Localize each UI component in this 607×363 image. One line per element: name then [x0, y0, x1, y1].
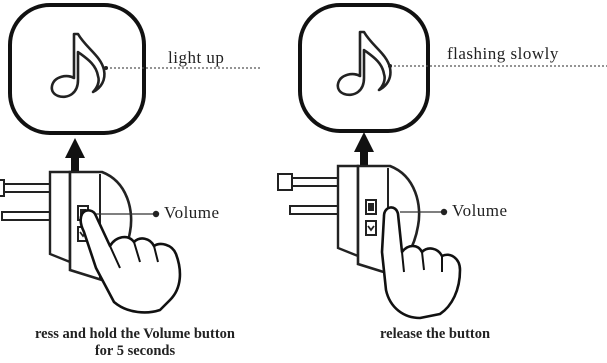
left-caption: ress and hold the Volume button for 5 se… — [0, 326, 290, 360]
right-released-hand-icon — [380, 206, 462, 320]
left-pressing-hand-icon — [79, 209, 182, 314]
left-volume-label: Volume — [164, 203, 220, 222]
left-caption-line2: for 5 seconds — [94, 343, 176, 359]
right-caption-line1: release the button — [379, 326, 491, 342]
left-status-label: light up — [168, 48, 225, 67]
left-caption-line1: ress and hold the Volume button — [35, 326, 235, 342]
right-caption: release the button — [300, 326, 570, 343]
right-status-label: flashing slowly — [447, 44, 559, 63]
left-up-arrow-icon — [65, 138, 85, 172]
left-panel-figure — [0, 3, 262, 314]
right-panel-figure — [276, 3, 607, 320]
right-up-arrow-icon — [354, 132, 374, 166]
right-volume-label: Volume — [452, 201, 508, 220]
